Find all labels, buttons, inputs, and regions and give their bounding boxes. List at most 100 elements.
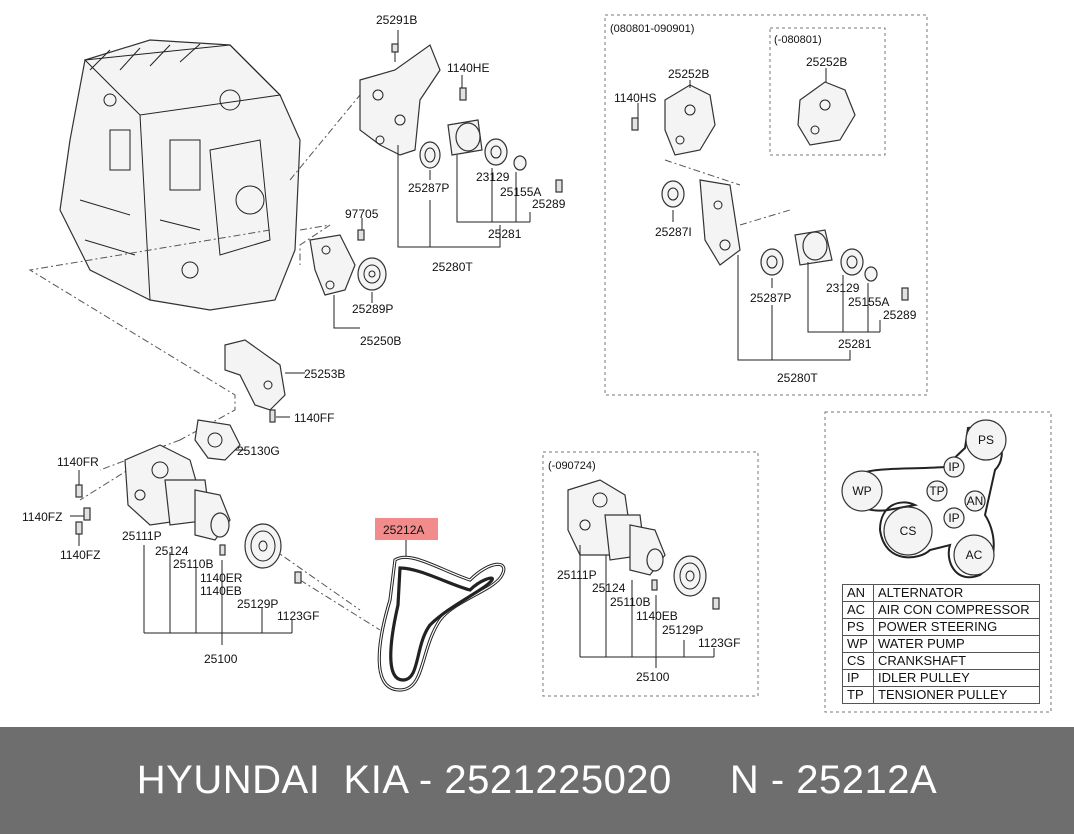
- pulley-tp: TP: [926, 480, 948, 502]
- label-25253B: 25253B: [304, 367, 345, 381]
- variant-box-080801-090901: [604, 14, 928, 396]
- parts-diagram: PS IP WP TP AN IP CS AC 25291B 1140HE 25…: [22, 13, 1052, 713]
- label-m-25124: 25124: [592, 581, 626, 595]
- pulley-ps: PS: [965, 419, 1007, 461]
- label-r-25280T: 25280T: [777, 371, 818, 385]
- dashed-leaders-right: [664, 159, 791, 226]
- label-25212A: 25212A: [383, 523, 424, 537]
- label-r-25287I: 25287I: [655, 225, 692, 239]
- label-r-25252B-inner: 25252B: [806, 55, 847, 69]
- legend-code: TP: [842, 686, 874, 704]
- label-r-25252B: 25252B: [668, 67, 709, 81]
- legend-code: AN: [842, 584, 874, 602]
- alternator-bracket-25291B: [359, 43, 441, 156]
- ps-pulley-label: PS: [978, 433, 994, 447]
- legend-desc: ALTERNATOR: [873, 584, 1040, 602]
- belt-routing-box: [824, 411, 1052, 713]
- label-25130G: 25130G: [237, 444, 280, 458]
- legend-row: AN ALTERNATOR: [842, 584, 1040, 602]
- label-25155A: 25155A: [500, 185, 541, 199]
- label-25111P: 25111P: [122, 529, 162, 543]
- idler-pulley-25287P: [419, 141, 441, 169]
- pulley-cs: CS: [883, 506, 933, 556]
- bracket-25253B: [224, 339, 305, 423]
- tensioner-25281: [447, 119, 563, 193]
- bracket-25252B-right: [631, 80, 716, 156]
- highlight-box: [375, 518, 438, 540]
- label-1140ER: 1140ER: [200, 571, 243, 585]
- water-pump-assembly-left: [70, 444, 302, 645]
- label-25129P: 25129P: [237, 597, 278, 611]
- engine-block-illustration: [59, 39, 301, 311]
- label-r-25281: 25281: [838, 337, 872, 351]
- ps-pulley-circle: [965, 419, 1007, 461]
- label-r-1140HS: 1140HS: [614, 91, 656, 105]
- legend-desc: IDLER PULLEY: [873, 669, 1040, 687]
- callout-lines-right: [672, 210, 881, 361]
- label-25289: 25289: [532, 197, 566, 211]
- label-r-25155A: 25155A: [848, 295, 889, 309]
- label-m-25110B: 25110B: [610, 595, 650, 609]
- legend-desc: TENSIONER PULLEY: [873, 686, 1040, 704]
- legend-desc: POWER STEERING: [873, 618, 1040, 636]
- legend-desc: CRANKSHAFT: [873, 652, 1040, 670]
- label-25250B: 25250B: [360, 334, 401, 348]
- label-r-25289: 25289: [883, 308, 917, 322]
- label-range-090724: (-090724): [548, 460, 596, 472]
- legend-desc: AIR CON COMPRESSOR: [873, 601, 1040, 619]
- label-m-1140EB: 1140EB: [636, 609, 678, 623]
- callout-lines-upper-left: [397, 30, 531, 248]
- pulley-an: AN: [964, 490, 986, 512]
- label-25280T: 25280T: [432, 260, 473, 274]
- variant-box-090724: [542, 451, 759, 697]
- label-1123GF: 1123GF: [277, 609, 319, 623]
- an-pulley-label: AN: [967, 494, 984, 508]
- bolt-1140HE: [459, 87, 467, 101]
- legend-row: IP IDLER PULLEY: [842, 669, 1040, 687]
- legend-row: WP WATER PUMP: [842, 635, 1040, 653]
- label-range-080801: (-080801): [774, 34, 822, 46]
- pulley-ip-lower: IP: [943, 507, 965, 529]
- label-m-25111P: 25111P: [557, 568, 597, 582]
- label-1140EB: 1140EB: [200, 584, 242, 598]
- legend-row: TP TENSIONER PULLEY: [842, 686, 1040, 704]
- label-25291B: 25291B: [376, 13, 417, 27]
- label-25100: 25100: [204, 652, 238, 666]
- legend-code: CS: [842, 652, 874, 670]
- pulley-ip-upper: IP: [943, 456, 965, 478]
- legend-row: CS CRANKSHAFT: [842, 652, 1040, 670]
- legend-code: AC: [842, 601, 874, 619]
- part-number-banner: HYUNDAI KIA - 2521225020 N - 25212A: [0, 727, 1074, 834]
- label-m-25100: 25100: [636, 670, 670, 684]
- legend-code: IP: [842, 669, 874, 687]
- part-number-text: HYUNDAI KIA - 2521225020 N - 25212A: [136, 758, 938, 802]
- variant-box-inner-080801: [769, 27, 886, 156]
- water-pump-assembly-middle: [567, 479, 720, 668]
- label-25281: 25281: [488, 227, 522, 241]
- wp-pulley-label: WP: [852, 484, 871, 498]
- label-r-25287P: 25287P: [750, 291, 791, 305]
- label-1140FR: 1140FR: [57, 455, 99, 469]
- serpentine-belt-25212A: [377, 555, 506, 692]
- label-1140FZ-upper: 1140FZ: [22, 510, 62, 524]
- legend-table: AN ALTERNATOR AC AIR CON COMPRESSOR PS P…: [842, 584, 1040, 704]
- label-r-23129: 23129: [826, 281, 860, 295]
- legend-row: PS POWER STEERING: [842, 618, 1040, 636]
- label-25124: 25124: [155, 544, 189, 558]
- tp-pulley-label: TP: [929, 484, 944, 498]
- label-25289P: 25289P: [352, 302, 393, 316]
- label-25110B: 25110B: [173, 557, 213, 571]
- label-97705: 97705: [345, 207, 379, 221]
- bracket-25252B-inner: [797, 68, 856, 146]
- label-23129: 23129: [476, 170, 510, 184]
- gasket-25130G: [194, 419, 245, 461]
- label-25287P: 25287P: [408, 181, 449, 195]
- pulley-ac: AC: [953, 534, 995, 576]
- ac-pulley-label: AC: [966, 548, 983, 562]
- legend-row: AC AIR CON COMPRESSOR: [842, 601, 1040, 619]
- label-m-25129P: 25129P: [662, 623, 703, 637]
- label-m-1123GF: 1123GF: [698, 636, 740, 650]
- belt-25212A-callout: [375, 518, 438, 556]
- ip-upper-label: IP: [948, 460, 959, 474]
- tensioner-assembly-right: [661, 179, 909, 301]
